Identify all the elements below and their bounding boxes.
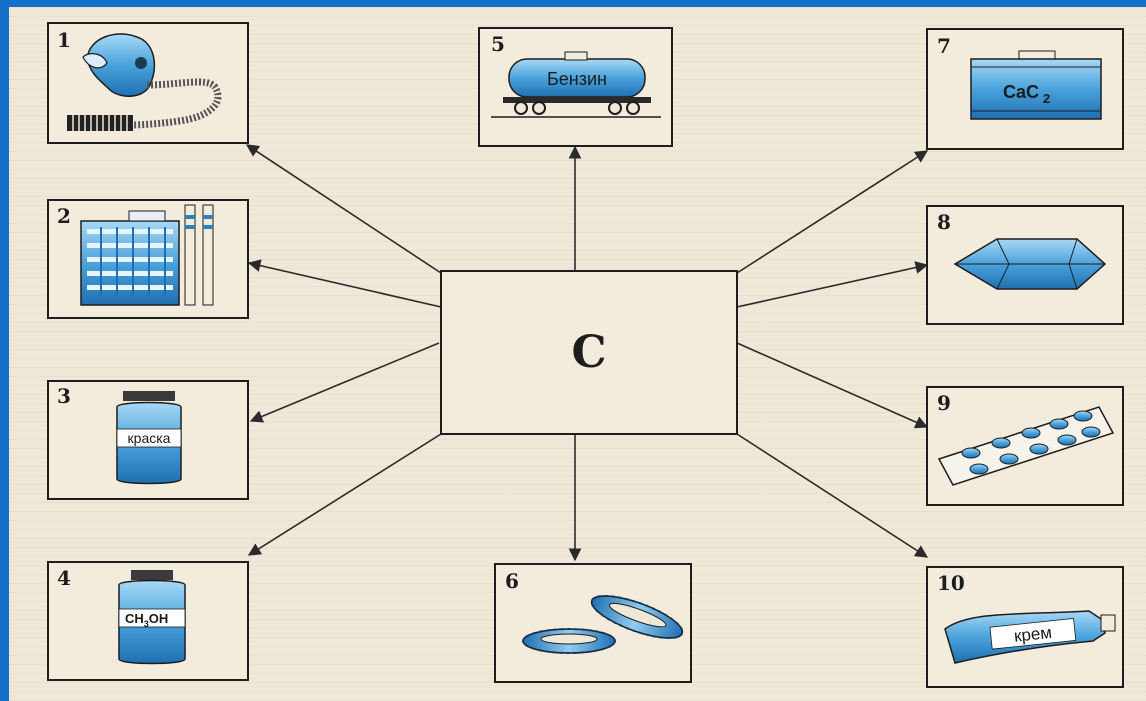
carbide-can-icon: CaC 2	[970, 50, 1102, 120]
box-number: 3	[57, 384, 71, 408]
box-6: 6	[494, 563, 692, 683]
box-number: 1	[57, 28, 71, 52]
box-number: 9	[937, 391, 951, 415]
box-7: 7 CaC 2	[926, 28, 1124, 150]
arrow-to-8	[736, 261, 929, 308]
arrow-to-9	[736, 342, 929, 429]
box-2: 2	[47, 199, 249, 319]
box-number: 8	[937, 210, 951, 234]
box-number: 2	[57, 204, 71, 228]
arrows	[245, 144, 929, 562]
box-number: 7	[937, 34, 951, 58]
paint-label: краска	[128, 430, 171, 446]
center-box: C	[440, 270, 738, 435]
box-number: 5	[491, 32, 505, 56]
arrow-to-2	[247, 259, 442, 308]
cream-label: крем	[1013, 623, 1053, 646]
arrow-to-1	[245, 144, 442, 274]
cream-tube-icon: крем	[944, 610, 1116, 664]
formula-sub: 2	[1043, 91, 1050, 106]
box-8: 8	[926, 205, 1124, 325]
formula-rest: OH	[149, 611, 169, 626]
formula-sub: 3	[144, 619, 149, 629]
tablets-icon	[937, 406, 1115, 486]
svg-text:CH3OH: CH3OH	[125, 611, 168, 629]
box-3: 3 краска	[47, 380, 249, 500]
building-icon	[80, 204, 214, 306]
box-number: 4	[57, 566, 71, 590]
box-number: 6	[505, 569, 519, 593]
arrow-to-3	[249, 342, 440, 423]
arrow-to-4	[247, 433, 442, 556]
box-1: 1	[47, 22, 249, 144]
box-number: 10	[937, 571, 965, 595]
crystal-icon	[953, 238, 1107, 290]
box-4: 4 CH3OH	[47, 561, 249, 681]
formula-main: CaC	[1003, 82, 1039, 102]
paint-jar-icon: краска	[116, 391, 182, 485]
tank-label: Бензин	[547, 69, 607, 89]
center-label: C	[571, 327, 606, 378]
diagram-canvas: C 1 2	[47, 22, 1124, 688]
arrow-to-7	[736, 150, 929, 274]
box-9: 9	[926, 386, 1124, 506]
methanol-jar-icon: CH3OH	[118, 570, 186, 665]
formula-main: CH	[125, 611, 144, 626]
arrow-to-10	[736, 433, 929, 558]
diagram-frame: C 1 2	[9, 7, 1146, 701]
tires-icon	[522, 594, 684, 654]
box-10: 10 крем	[926, 566, 1124, 688]
gas-mask-icon	[67, 33, 222, 131]
tank-car-icon: Бензин	[491, 51, 661, 118]
box-5: 5 Бензин	[478, 27, 673, 147]
